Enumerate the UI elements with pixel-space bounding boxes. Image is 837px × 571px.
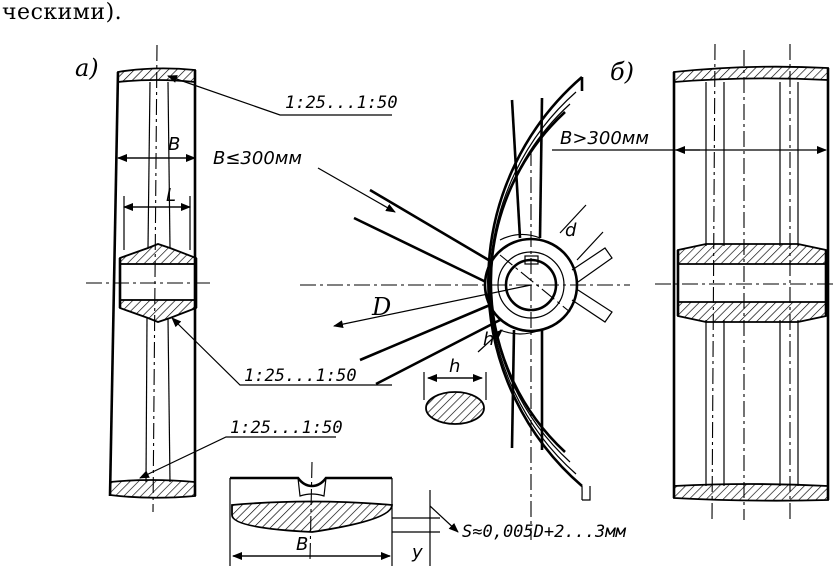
caption-text: ческими). <box>2 0 123 25</box>
taper-top-label: 1:25...1:50 <box>285 93 398 113</box>
dimension-B-large: B>300мм <box>560 128 649 149</box>
rim-top-b <box>673 65 829 83</box>
hub-top-a <box>119 243 197 265</box>
rim-bottom-b <box>673 483 829 502</box>
clearance-formula: S≈0,005D+2...3мм <box>462 522 627 542</box>
spoke-cross-section <box>425 391 485 425</box>
taper-mid-label: 1:25...1:50 <box>244 366 357 386</box>
dimension-h-hub: h <box>483 329 494 350</box>
view-a-section <box>86 44 392 513</box>
spoke-upper <box>510 99 522 239</box>
view-b-label: б) <box>610 58 634 86</box>
dimension-h-section: h <box>449 356 460 377</box>
dimension-d: d <box>565 220 577 241</box>
dimension-B-rim: B <box>296 534 308 555</box>
rim-section-detail <box>229 461 459 566</box>
rim-bottom-a <box>109 479 196 499</box>
view-a-label: а) <box>75 54 99 82</box>
dimension-B-small: B≤300мм <box>213 148 302 169</box>
taper-bottom-label: 1:25...1:50 <box>230 418 343 438</box>
hub-bottom-a <box>119 299 197 323</box>
dimension-B-left: B <box>168 134 180 155</box>
dimension-y: y <box>411 542 423 563</box>
dimension-L-left: L <box>166 185 176 206</box>
dimension-D: D <box>371 293 391 321</box>
front-view-wheel <box>300 76 630 540</box>
view-b-section <box>552 43 837 521</box>
